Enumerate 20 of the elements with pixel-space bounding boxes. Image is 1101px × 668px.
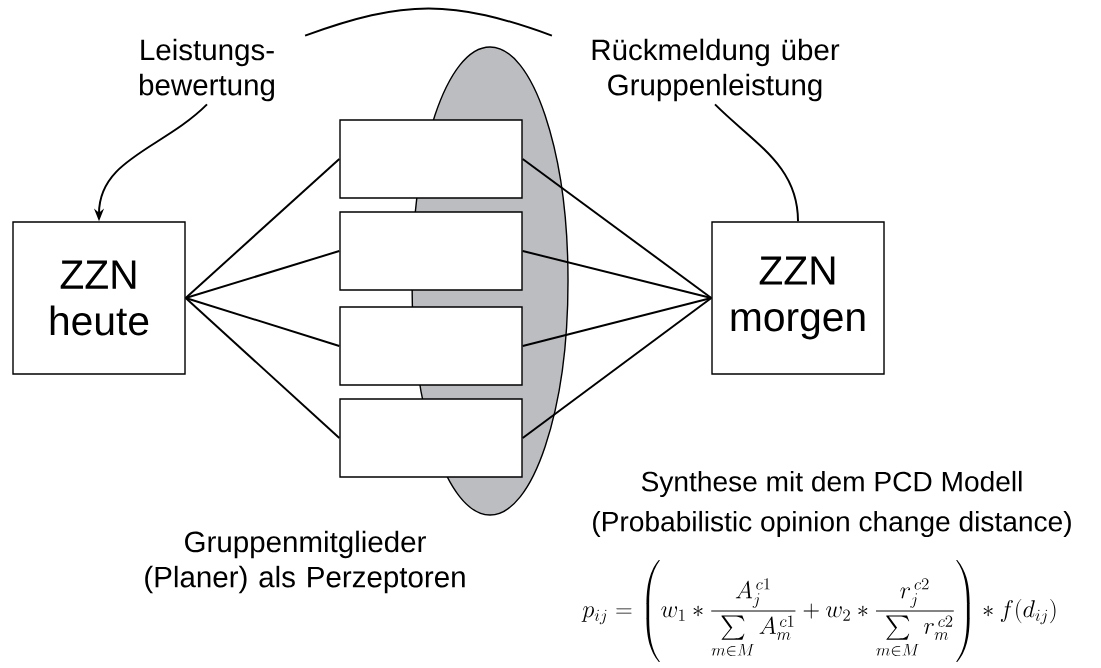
connector [714, 103, 799, 223]
connector [521, 297, 713, 347]
connector [521, 158, 713, 299]
empty-box [339, 119, 523, 199]
connector [184, 250, 341, 299]
caption-text: Rückmeldung über Gruppenleistung [592, 38, 840, 102]
planning-box: ZZN heute [12, 221, 186, 375]
connector [184, 297, 341, 439]
connector [184, 158, 341, 299]
title-text: Synthese mit dem PCD Modell [641, 470, 1022, 498]
empty-box [339, 398, 523, 478]
formula: $p_{ij} = \left( w_1 * \frac{A_j^{\,c1}}{\sum\limits_{m \in M} A_m^{\,c1}} + w_2 * \frac{r_j^{\,c2}}{\sum\limits_{m \in M} r_m^{\,c2}} \right) * f(d_{ij})$ [581, 560, 1056, 662]
caption-text: Gruppenmitglieder (Planer) als Perzeptoren [145, 530, 465, 594]
planning-box: ZZN morgen [711, 221, 885, 375]
empty-box [339, 306, 523, 386]
connector [521, 297, 713, 439]
title-text: (Probabilistic opinion change distance) [593, 510, 1071, 538]
empty-box [339, 211, 523, 291]
caption-text: Leistungs- bewertung [139, 38, 274, 102]
connector [304, 7, 553, 37]
